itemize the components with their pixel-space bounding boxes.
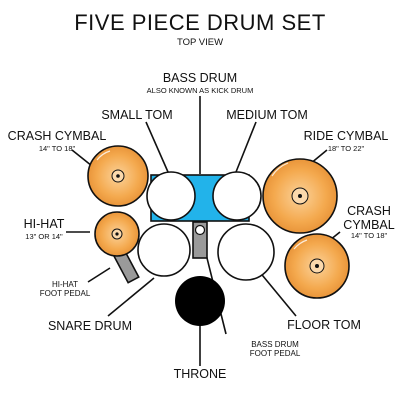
bass-drum-label: BASS DRUM ALSO KNOWN AS KICK DRUM	[120, 70, 280, 95]
ride-size: 18" TO 22"	[327, 144, 365, 153]
hihat-pedal-line2: FOOT PEDAL	[39, 289, 91, 299]
snare-drum-label: SNARE DRUM	[47, 319, 133, 333]
floor-tom-label: FLOOR TOM	[287, 318, 361, 332]
bass-pedal-line2: FOOT PEDAL	[249, 349, 301, 359]
medium-tom-label: MEDIUM TOM	[226, 108, 308, 122]
small-tom	[146, 171, 196, 221]
small-tom-label: SMALL TOM	[101, 108, 173, 122]
page-subtitle: TOP VIEW	[176, 37, 224, 48]
crash-right-size: 14" TO 18"	[350, 231, 388, 240]
floor-tom	[217, 223, 275, 281]
hihat-foot-pedal-label: HI-HAT FOOT PEDAL	[30, 280, 100, 298]
throne-label: THRONE	[173, 367, 227, 381]
throne	[175, 276, 225, 326]
bass-drum-foot-pedal-label: BASS DRUM FOOT PEDAL	[230, 340, 320, 358]
bass-drum-label-note: ALSO KNOWN AS KICK DRUM	[146, 86, 254, 95]
snare-drum	[137, 223, 191, 277]
ride-cymbal	[262, 158, 338, 234]
hihat-label: HI-HAT 13" OR 14"	[16, 216, 72, 241]
page-title: FIVE PIECE DRUM SET	[74, 10, 326, 35]
ride-cymbal-label: RIDE CYMBAL 18" TO 22"	[292, 128, 400, 153]
hihat-pedal-line1: HI-HAT	[51, 280, 79, 289]
crash-cymbal-right	[284, 233, 350, 299]
crash-left-label-text: CRASH CYMBAL	[7, 129, 107, 143]
crash-cymbal-left	[87, 145, 149, 207]
ride-label-text: RIDE CYMBAL	[303, 129, 389, 143]
crash-right-label-line2: CYMBAL	[343, 217, 395, 232]
medium-tom	[212, 171, 262, 221]
crash-left-size: 14" TO 18"	[38, 144, 76, 153]
bass-drum-label-text: BASS DRUM	[162, 71, 238, 85]
crash-right-label-line1: CRASH	[347, 204, 391, 218]
bass-pedal-line1: BASS DRUM	[251, 340, 299, 349]
hihat-cymbal	[94, 211, 140, 257]
crash-cymbal-left-label: CRASH CYMBAL 14" TO 18"	[2, 128, 112, 153]
hihat-size: 13" OR 14"	[25, 232, 63, 241]
bass-drum-foot-pedal	[192, 221, 208, 259]
hihat-label-text: HI-HAT	[23, 217, 65, 231]
crash-cymbal-right-label: CRASH CYMBAL 14" TO 18"	[338, 205, 400, 240]
